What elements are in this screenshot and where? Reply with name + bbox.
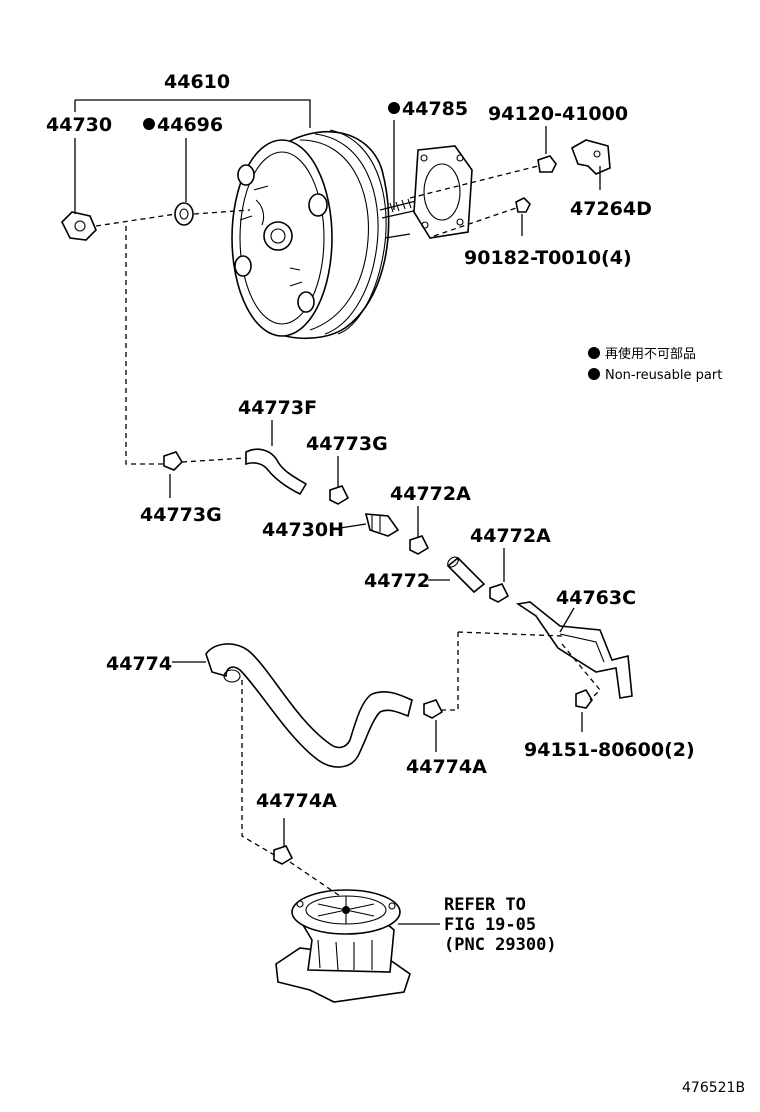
- brake-booster: [231, 129, 421, 340]
- label-bracket: 44763C: [556, 587, 636, 609]
- legend-jp: 再使用不可部品: [605, 346, 696, 362]
- label-bolts: 94151-80600(2): [524, 739, 695, 761]
- clip-44774a-right: [423, 699, 444, 719]
- label-check-valve: 44730: [46, 114, 112, 136]
- refer-line-2: FIG 19-05: [444, 915, 536, 935]
- label-hose-short: 44772: [364, 570, 430, 592]
- hose-44772: [446, 556, 486, 594]
- clip-44772a-upper: [409, 535, 430, 555]
- label-nuts: 90182-T0010(4): [464, 247, 632, 269]
- legend-dot-jp: [588, 347, 600, 359]
- hose-44774: [205, 643, 413, 768]
- clevis-47264d: [571, 139, 611, 175]
- label-gasket: 44785: [402, 98, 468, 120]
- bolt-94151: [575, 689, 593, 709]
- label-hose-long: 44774: [106, 653, 172, 675]
- vacuum-pump: [275, 889, 411, 1003]
- label-grommet: 44696: [157, 114, 223, 136]
- label-clip-g-left: 44773G: [140, 504, 222, 526]
- valve-44730h: [364, 513, 400, 537]
- label-hose-f: 44773F: [238, 397, 317, 419]
- clip-44773g-right: [329, 485, 350, 505]
- check-valve-44730: [61, 211, 97, 241]
- leader-lines: [74, 99, 601, 925]
- nut-90182: [515, 197, 531, 213]
- clevis-nut: [537, 155, 557, 173]
- legend-en: Non-reusable part: [605, 368, 722, 383]
- gasket-44785: [413, 145, 473, 239]
- bracket-44763c: [515, 601, 633, 699]
- label-clip-774a-right: 44774A: [406, 756, 487, 778]
- label-booster: 44610: [164, 71, 230, 93]
- legend-dot-en: [588, 368, 600, 380]
- clip-44774a-lower: [273, 845, 294, 865]
- refer-line-3: (PNC 29300): [444, 935, 557, 955]
- grommet-44696: [174, 202, 194, 226]
- clip-44773g-left: [163, 451, 184, 471]
- hose-44773f: [245, 448, 308, 496]
- non-reusable-mark-grommet: [143, 118, 155, 130]
- label-clevis-nut: 94120-41000: [488, 103, 628, 125]
- label-clevis: 47264D: [570, 198, 652, 220]
- refer-line-1: REFER TO: [444, 895, 526, 915]
- label-clip-774a-lower: 44774A: [256, 790, 337, 812]
- label-clip-g-right: 44773G: [306, 433, 388, 455]
- diagram-code: 476521B: [682, 1080, 745, 1096]
- non-reusable-mark-gasket: [388, 102, 400, 114]
- clip-44772a-lower: [489, 583, 510, 603]
- label-clip-a-upper: 44772A: [390, 483, 471, 505]
- label-valve-h: 44730H: [262, 519, 344, 541]
- label-clip-a-lower: 44772A: [470, 525, 551, 547]
